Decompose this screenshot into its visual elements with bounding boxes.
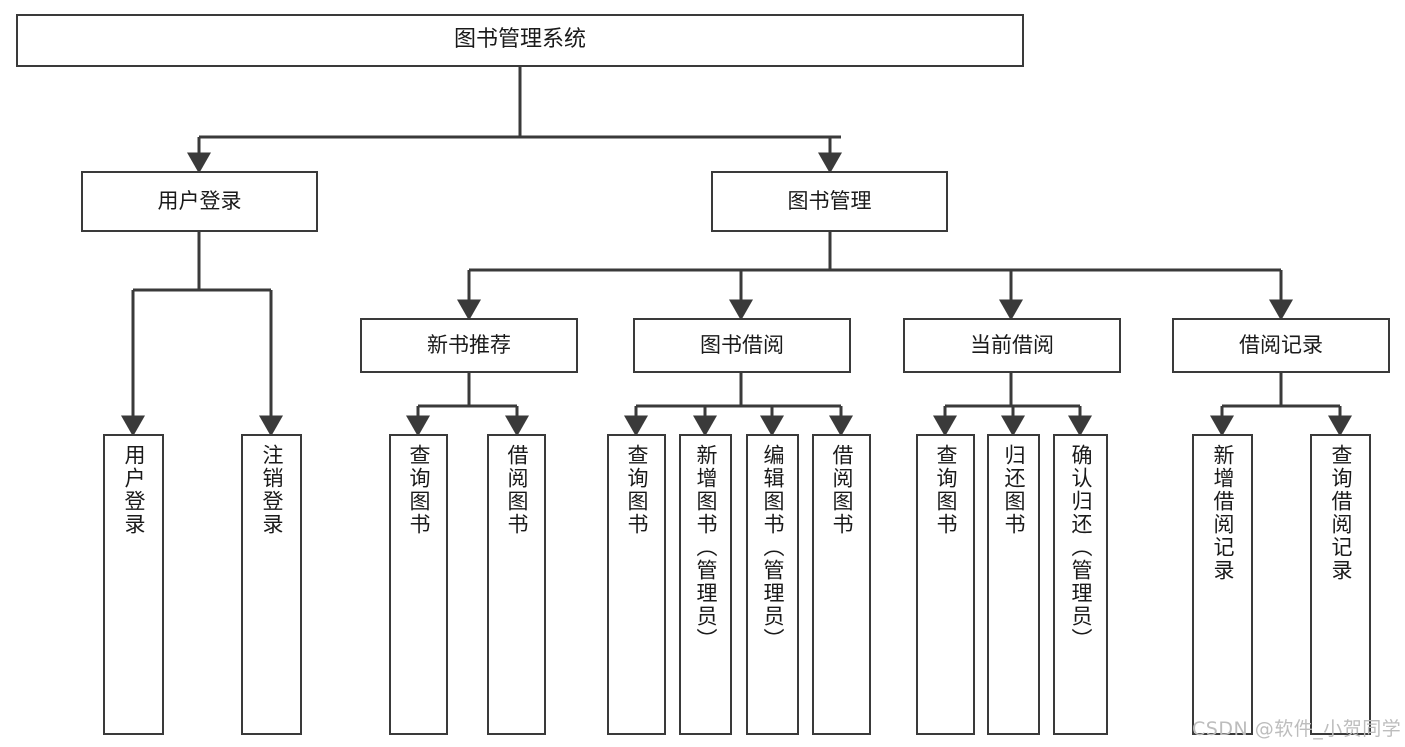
- node-leaf-add-book[interactable]: 新增图书（管理员）: [679, 434, 732, 735]
- node-root-label: 图书管理系统: [453, 27, 586, 53]
- node-leaf-query-book-cur[interactable]: 查询图书: [916, 434, 975, 735]
- csdn-watermark: CSDN @软件_小贺同学: [1192, 718, 1402, 740]
- node-book-manage-label: 图书管理: [787, 188, 872, 213]
- node-book-borrow-label: 图书借阅: [700, 332, 784, 357]
- node-leaf-borrow-book-label: 借阅图书: [830, 444, 854, 536]
- node-leaf-query-book-borrow-label: 查询图书: [625, 444, 649, 536]
- node-leaf-return-book-label: 归还图书: [1002, 444, 1026, 536]
- node-user-login[interactable]: 用户登录: [81, 171, 318, 232]
- node-leaf-user-logout[interactable]: 注销登录: [241, 434, 302, 735]
- node-leaf-borrow-book-rec-label: 借阅图书: [505, 444, 529, 536]
- node-leaf-borrow-book[interactable]: 借阅图书: [812, 434, 871, 735]
- node-leaf-return-book[interactable]: 归还图书: [987, 434, 1040, 735]
- node-leaf-query-record[interactable]: 查询借阅记录: [1310, 434, 1371, 735]
- node-leaf-query-book-rec[interactable]: 查询图书: [389, 434, 448, 735]
- node-borrow-record[interactable]: 借阅记录: [1172, 318, 1390, 373]
- node-new-book-rec-label: 新书推荐: [427, 332, 511, 357]
- node-borrow-record-label: 借阅记录: [1239, 332, 1323, 357]
- node-leaf-edit-book[interactable]: 编辑图书（管理员）: [746, 434, 799, 735]
- node-leaf-query-book-rec-label: 查询图书: [407, 444, 431, 536]
- node-leaf-borrow-book-rec[interactable]: 借阅图书: [487, 434, 546, 735]
- node-leaf-confirm-return[interactable]: 确认归还（管理员）: [1053, 434, 1108, 735]
- node-book-borrow[interactable]: 图书借阅: [633, 318, 851, 373]
- node-leaf-query-record-label: 查询借阅记录: [1329, 444, 1353, 582]
- node-leaf-query-book-borrow[interactable]: 查询图书: [607, 434, 666, 735]
- node-current-borrow-label: 当前借阅: [970, 332, 1054, 357]
- node-leaf-add-record[interactable]: 新增借阅记录: [1192, 434, 1253, 735]
- node-leaf-user-logout-label: 注销登录: [260, 444, 284, 536]
- node-root[interactable]: 图书管理系统: [16, 14, 1024, 67]
- node-leaf-edit-book-label: 编辑图书（管理员）: [761, 444, 785, 651]
- node-leaf-confirm-return-label: 确认归还（管理员）: [1069, 444, 1093, 651]
- node-leaf-user-login[interactable]: 用户登录: [103, 434, 164, 735]
- node-leaf-query-book-cur-label: 查询图书: [934, 444, 958, 536]
- node-user-login-label: 用户登录: [157, 188, 242, 213]
- node-current-borrow[interactable]: 当前借阅: [903, 318, 1121, 373]
- node-leaf-add-book-label: 新增图书（管理员）: [694, 444, 718, 651]
- node-book-manage[interactable]: 图书管理: [711, 171, 948, 232]
- node-leaf-user-login-label: 用户登录: [122, 444, 146, 536]
- node-new-book-rec[interactable]: 新书推荐: [360, 318, 578, 373]
- node-leaf-add-record-label: 新增借阅记录: [1211, 444, 1235, 582]
